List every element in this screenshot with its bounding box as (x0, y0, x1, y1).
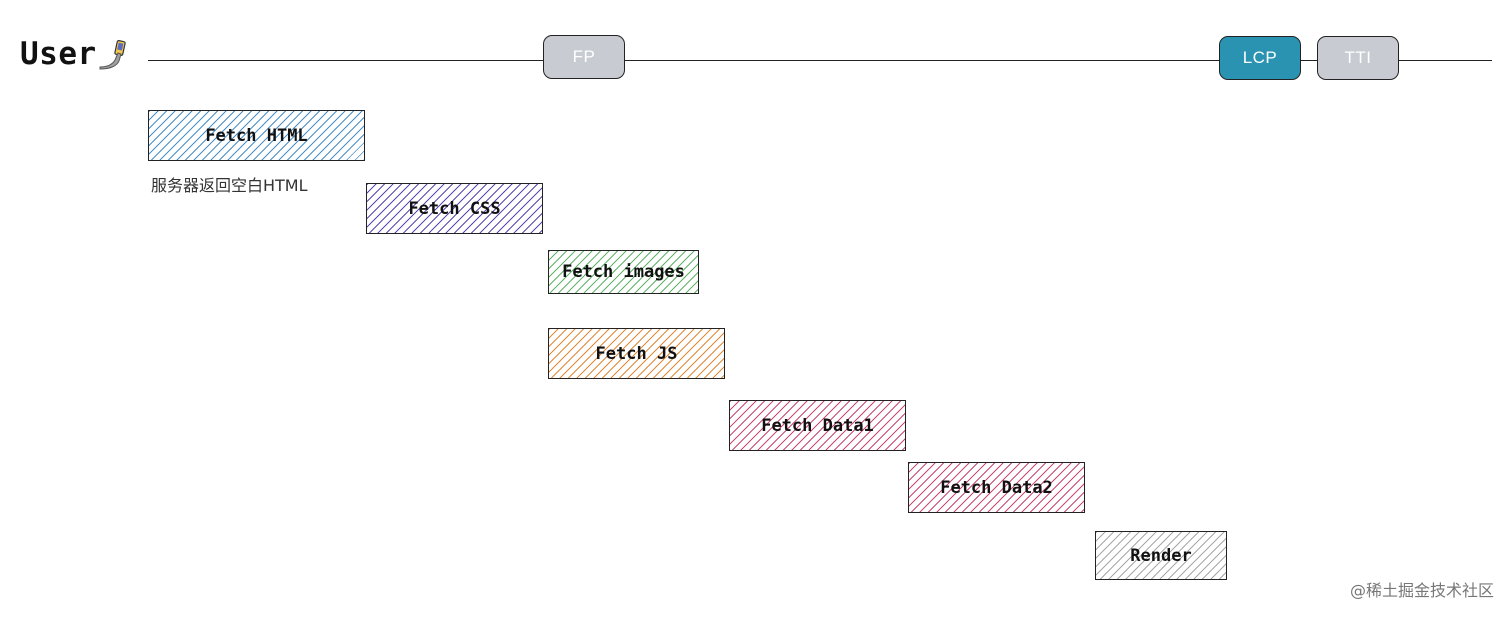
user-timeline (148, 60, 1492, 61)
task-fetch-js: Fetch JS (548, 328, 725, 379)
task-fetch-data1: Fetch Data1 (729, 400, 906, 451)
lcp-marker: LCP (1219, 36, 1301, 80)
task-label: Fetch JS (595, 343, 678, 364)
task-fetch-images: Fetch images (548, 250, 699, 294)
task-fetch-html: Fetch HTML (148, 110, 365, 161)
task-render: Render (1095, 531, 1227, 580)
watermark: @稀土掘金技术社区 (1349, 581, 1494, 600)
lcp-marker-label: LCP (1242, 48, 1278, 67)
task-label: Fetch Data2 (940, 477, 1053, 498)
fp-marker-label: FP (572, 47, 596, 66)
hand-holding-phone-icon (98, 40, 128, 70)
task-label: Fetch Data1 (761, 415, 874, 436)
task-label: Fetch CSS (408, 198, 501, 219)
task-label: Fetch HTML (205, 125, 308, 146)
tti-marker: TTI (1317, 36, 1399, 80)
task-fetch-css: Fetch CSS (366, 183, 543, 234)
fp-marker: FP (543, 35, 625, 79)
tti-marker-label: TTI (1344, 48, 1372, 67)
task-label: Render (1130, 545, 1192, 566)
task-fetch-data2: Fetch Data2 (908, 462, 1085, 513)
blank-html-note: 服务器返回空白HTML (151, 176, 308, 195)
task-label: Fetch images (562, 262, 685, 282)
user-label: User (20, 36, 97, 72)
